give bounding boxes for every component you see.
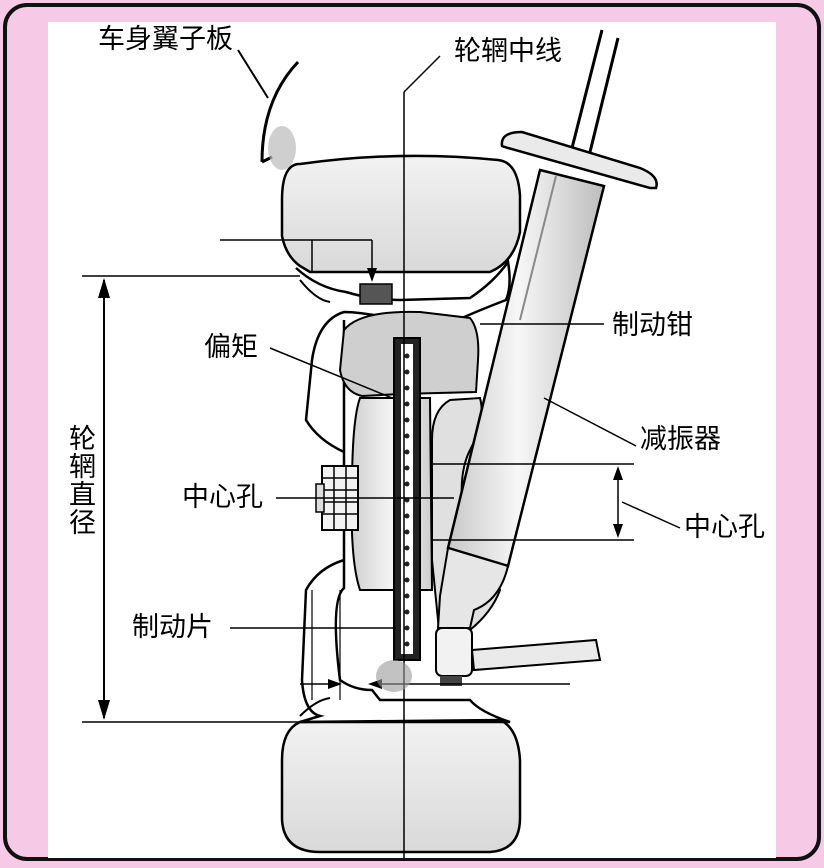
tie-rod [470, 638, 602, 672]
label-offset: 偏矩 [204, 332, 258, 363]
label-caliper: 制动钳 [612, 310, 693, 341]
rim-profile [295, 258, 511, 724]
tire-upper [280, 154, 522, 274]
label-wheel-centerline: 轮辋中线 [454, 36, 562, 67]
fender-arc [260, 60, 300, 163]
label-center-hole-right: 中心孔 [684, 512, 765, 543]
offset-leader [269, 347, 393, 399]
disc-vents [404, 353, 410, 647]
shock-leader [543, 397, 637, 447]
strut-top-plate [500, 130, 658, 190]
tire-lower [280, 718, 522, 854]
label-brake-pad: 制动片 [132, 612, 213, 643]
label-fender: 车身翼子板 [98, 24, 233, 55]
wheel-weight [359, 283, 393, 305]
label-shock-absorber: 减振器 [640, 424, 721, 455]
ball-joint [435, 627, 473, 677]
fender-leader [237, 49, 269, 99]
label-rim-diameter: 轮辋直径 [64, 424, 95, 536]
label-center-hole-left: 中心孔 [182, 482, 263, 513]
